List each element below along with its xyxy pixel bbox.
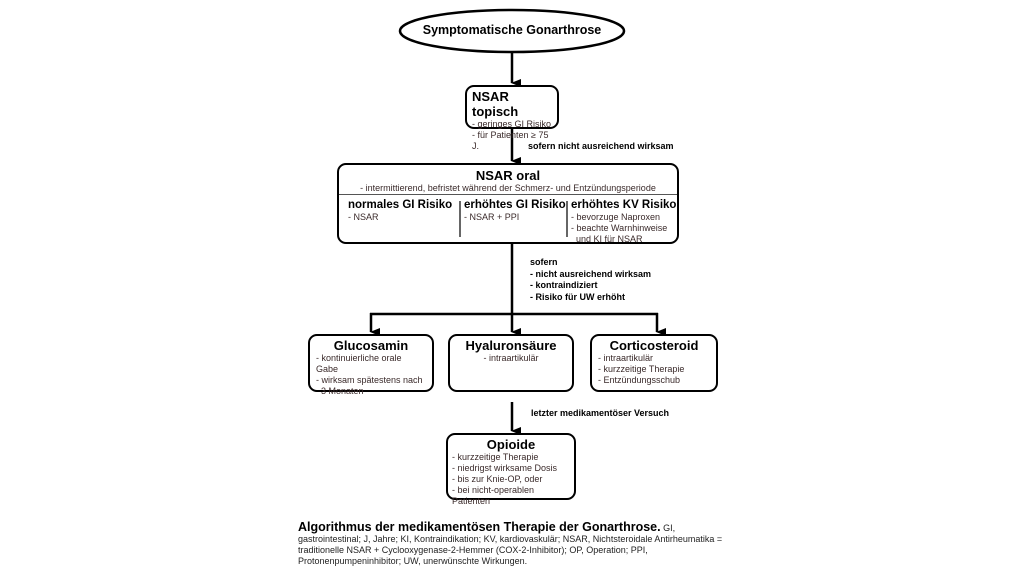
list-item: - geringes GI Risiko (472, 119, 552, 129)
node-glucosamin: Glucosamin - kontinuierliche orale Gabe … (308, 334, 434, 396)
list-item: und KI für NSAR (571, 234, 643, 244)
node-title: NSAR topisch (472, 89, 519, 119)
list-item: - kurzzeitige Therapie (598, 364, 685, 374)
list-item: - für Patienten ≥ 75 J. (472, 130, 549, 151)
list-item: - bis zur Knie-OP, oder (452, 474, 543, 484)
column-title: erhöhtes GI Risiko (464, 199, 566, 211)
list-item: - beachte Warnhinweise (571, 223, 668, 233)
list-item: - NSAR + PPI (464, 212, 520, 222)
node-title: Hyaluronsäure (465, 338, 557, 353)
edge-label-conditions: sofern - nicht ausreichend wirksam - kon… (530, 257, 651, 303)
list-item: - Entzündungsschub (598, 375, 681, 385)
figure-caption: Algorithmus der medikamentösen Therapie … (298, 520, 738, 567)
column-erhoeht-gi: erhöhtes GI Risiko - NSAR + PPI (464, 199, 566, 223)
node-opioide: Opioide - kurzzeitige Therapie - niedrig… (446, 433, 576, 506)
node-nsar-topisch: NSAR topisch - geringes GI Risiko - für … (465, 85, 559, 151)
node-hyaluronsaeure: Hyaluronsäure - intraartikulär (448, 334, 574, 392)
list-item: - bevorzuge Naproxen (571, 212, 661, 222)
divider (566, 201, 568, 237)
node-title: NSAR oral (475, 168, 541, 183)
list-item: - NSAR (348, 212, 379, 222)
list-item: - kontinuierliche orale Gabe (316, 353, 402, 374)
caption-title: Algorithmus der medikamentösen Therapie … (298, 520, 661, 534)
divider (339, 194, 677, 195)
edge-line: - nicht ausreichend wirksam (530, 268, 652, 279)
list-item: - intraartikulär (483, 353, 539, 363)
list-item: 3 Monaten (316, 386, 364, 396)
list-item: - niedrigst wirksame Dosis (452, 463, 558, 473)
column-title: normales GI Risiko (348, 199, 453, 211)
start-label: Symptomatische Gonarthrose (422, 23, 602, 37)
divider (459, 201, 461, 237)
list-item: - bei nicht-operablen Patienten (452, 485, 535, 506)
edge-label: letzter medikamentöser Versuch (531, 408, 670, 418)
column-normal-gi: normales GI Risiko - NSAR (348, 199, 452, 223)
edge-line: - kontraindiziert (530, 280, 598, 290)
list-item: - intraartikulär (598, 353, 654, 363)
column-title: erhöhtes KV Risiko (571, 199, 677, 211)
edge-line: - Risiko für UW erhöht (530, 291, 625, 302)
edge-label: sofern nicht ausreichend wirksam (528, 141, 674, 151)
edge-line: sofern (530, 257, 558, 267)
node-corticosteroid: Corticosteroid - intraartikulär - kurzze… (590, 334, 718, 392)
node-title: Opioide (486, 437, 536, 452)
list-item: - kurzzeitige Therapie (452, 452, 539, 462)
node-title: Corticosteroid (609, 338, 699, 353)
caption-text: GI, gastrointestinal; J, Jahre; KI, Kont… (298, 523, 723, 566)
list-item: - wirksam spätestens nach (316, 375, 423, 385)
node-subtitle: - intermittierend, befristet während der… (360, 183, 656, 193)
column-erhoeht-kv: erhöhtes KV Risiko - bevorzuge Naproxen … (571, 199, 676, 245)
node-nsar-oral: NSAR oral - intermittierend, befristet w… (337, 163, 679, 244)
node-title: Glucosamin (333, 338, 409, 353)
